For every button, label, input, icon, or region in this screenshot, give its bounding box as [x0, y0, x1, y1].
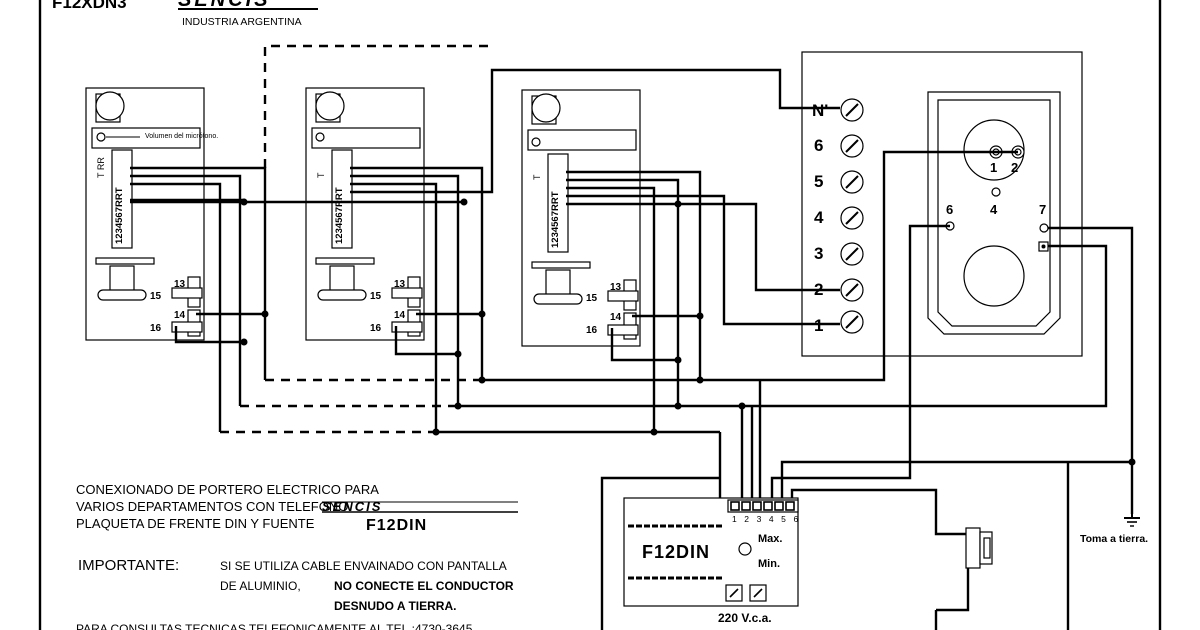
- svg-text:IMPORTANTE:: IMPORTANTE:: [78, 557, 179, 574]
- svg-text:6: 6: [814, 136, 823, 155]
- connector-top-label: T: [316, 172, 326, 178]
- svg-text:2: 2: [1011, 160, 1018, 175]
- svg-text:15: 15: [586, 293, 598, 304]
- ground-label: Toma a tierra.: [1080, 533, 1148, 545]
- svg-text:1: 1: [990, 160, 997, 175]
- svg-text:7: 7: [1039, 202, 1046, 217]
- svg-text:6: 6: [946, 202, 953, 217]
- door-panel: N' 6 5 4 3 2 1: [801, 51, 1083, 357]
- supply-terminals: [730, 501, 795, 511]
- svg-text:1: 1: [814, 316, 823, 335]
- ground-icon: [1124, 514, 1140, 527]
- svg-text:DE ALUMINIO,: DE ALUMINIO,: [220, 579, 301, 593]
- svg-text:5: 5: [814, 172, 823, 191]
- handset-knob-icon: [531, 93, 561, 123]
- consult-phone: PARA CONSULTAS TECNICAS TELEFONICAMENTE …: [76, 622, 473, 630]
- connector-top-label: T: [532, 174, 542, 180]
- door-lock-icon: [965, 527, 993, 569]
- brand-logo-inline: SENCIS: [322, 499, 518, 514]
- hook-icon: [97, 289, 147, 301]
- svg-text:13: 13: [610, 282, 622, 293]
- hook-icon: [317, 289, 367, 301]
- volume-note: Volumen del micrófono.: [145, 133, 218, 140]
- svg-text:14: 14: [610, 312, 622, 323]
- svg-text:16: 16: [150, 323, 162, 334]
- telephone-1: Volumen del micrófono. 1234567RRT T RR 1…: [85, 87, 218, 341]
- svg-text:N': N': [812, 101, 828, 120]
- svg-text:SENCIS: SENCIS: [178, 0, 270, 11]
- origin-label: INDUSTRIA ARGENTINA: [182, 16, 302, 28]
- svg-text:SENCIS: SENCIS: [322, 499, 382, 514]
- screw-terminal-icon: [840, 98, 864, 334]
- svg-text:15: 15: [370, 291, 382, 302]
- hook-icon: [533, 293, 583, 305]
- svg-text:Min.: Min.: [758, 558, 780, 570]
- brand-logo: SENCIS: [178, 0, 318, 11]
- svg-text:SI SE UTILIZA CABLE ENVAINADO: SI SE UTILIZA CABLE ENVAINADO CON PANTAL…: [220, 559, 507, 573]
- svg-text:16: 16: [370, 323, 382, 334]
- svg-text:4: 4: [814, 208, 824, 227]
- volume-knob-icon: [315, 132, 325, 142]
- connector-strip: [331, 149, 353, 249]
- telephone-3: 1234567RRT T 13 15 14 16: [521, 89, 641, 347]
- supply-voltage: 220 V.c.a.: [718, 611, 772, 625]
- svg-text:3: 3: [814, 244, 823, 263]
- important-note: IMPORTANTE: SI SE UTILIZA CABLE ENVAINAD…: [78, 557, 514, 613]
- telephone-2: 1234567RRT T 13 15 14 16: [305, 87, 425, 341]
- svg-text:16: 16: [586, 325, 598, 336]
- volume-knob-icon: [531, 137, 541, 147]
- speaker-icon: [963, 245, 1025, 307]
- svg-text:F12DIN: F12DIN: [366, 517, 427, 534]
- description-block: CONEXIONADO DE PORTERO ELECTRICO PARA VA…: [76, 482, 518, 534]
- handset-knob-icon: [95, 91, 125, 121]
- svg-text:14: 14: [174, 310, 186, 321]
- handset-knob-icon: [315, 91, 345, 121]
- svg-text:DESNUDO A TIERRA.: DESNUDO A TIERRA.: [334, 599, 456, 613]
- connector-label: 1234567RRT: [334, 187, 345, 244]
- svg-text:NO CONECTE EL CONDUCTOR: NO CONECTE EL CONDUCTOR: [334, 579, 514, 593]
- svg-text:4: 4: [990, 202, 998, 217]
- svg-text:Max.: Max.: [758, 533, 782, 545]
- supply-model: F12DIN: [642, 542, 710, 562]
- model-code: F12XDN3: [52, 0, 127, 12]
- svg-text:VARIOS DEPARTAMENTOS CON TELEF: VARIOS DEPARTAMENTOS CON TELEFONO: [76, 499, 348, 514]
- adjust-knob-icon: [738, 542, 752, 556]
- svg-text:PLAQUETA DE FRENTE DIN Y FUENT: PLAQUETA DE FRENTE DIN Y FUENTE: [76, 516, 315, 531]
- connector-label: 1234567RRT: [550, 191, 561, 248]
- svg-text:15: 15: [150, 291, 162, 302]
- svg-text:14: 14: [394, 310, 406, 321]
- connector-top-label: T RR: [96, 157, 106, 178]
- junction-dots: [240, 198, 1136, 466]
- wiring: [130, 44, 1136, 630]
- svg-text:13: 13: [174, 279, 186, 290]
- connector-label: 1234567RRT: [114, 187, 125, 244]
- speaker-module: 1 2 4 6 7: [927, 91, 1061, 335]
- power-supply: 1 2 3 4 5 6 F12DIN Max. Min. 220 V.c.a.: [623, 497, 801, 625]
- supply-terminal-numbers: 1 2 3 4 5 6: [732, 514, 801, 524]
- svg-text:CONEXIONADO DE PORTERO ELECTRI: CONEXIONADO DE PORTERO ELECTRICO PARA: [76, 482, 379, 497]
- door-panel-terminal-block: N' 6 5 4 3 2 1: [812, 98, 864, 335]
- svg-text:13: 13: [394, 279, 406, 290]
- volume-knob-icon: [96, 132, 106, 142]
